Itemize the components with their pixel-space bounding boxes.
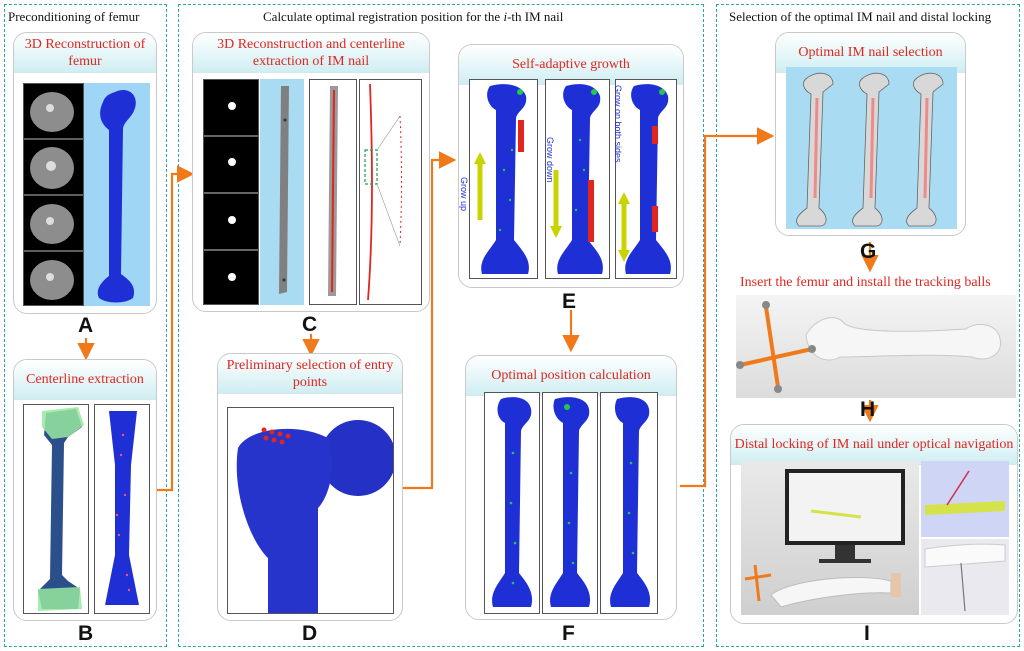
panel-c-title: 3D Reconstruction and centerline extract… [193,33,429,73]
label-d: D [302,622,318,645]
centerline-curve [359,79,422,305]
real-drill-view [921,539,1009,615]
panel-a-3d-reconstruction: 3D Reconstruction of femur [13,32,157,314]
panel-h-title: Insert the femur and install the trackin… [740,275,991,290]
label-a: A [78,314,94,337]
growth-up-image [474,84,529,274]
panel-i-title: Distal locking of IM nail under optical … [731,425,1017,465]
gray-nail-image [279,86,289,294]
virtual-drill-view [921,461,1009,537]
growth-label-up: Grow up [459,177,469,212]
panel-c-nail-reconstruction: 3D Reconstruction and centerline extract… [192,32,430,312]
femur-tracking-photo [736,295,1016,398]
section-title-selection: Selection of the optimal IM nail and dis… [729,9,992,24]
section-title-preconditioning: Preconditioning of femur [8,9,140,24]
panel-a-title: 3D Reconstruction of femur [14,33,156,73]
title-prefix: Calculate optimal registration position … [263,9,504,24]
growth-label-both: Grow on both sides [613,85,623,163]
panel-d-entry-points: Preliminary selection of entry points [217,353,403,621]
growth-femur-1 [469,79,538,279]
femur-centerline-blue [94,404,150,614]
blue-femur-image [97,89,136,303]
femur-3d-model [84,83,150,306]
position-femur-3-image [610,397,651,607]
navigation-photo [741,461,919,615]
three-femurs-image [796,72,944,227]
green-femur-image [38,407,84,611]
nail-centerline-model [309,79,357,305]
panel-g-nail-selection: Optimal IM nail selection [775,32,966,236]
nail-selection-view [786,67,957,229]
panel-f-title: Optimal position calculation [466,356,676,396]
label-g: G [860,240,877,263]
title-suffix: -th IM nail [507,9,564,24]
label-i: I [864,622,870,645]
position-femur-1 [484,392,540,614]
position-femur-3 [600,392,658,614]
panel-d-title: Preliminary selection of entry points [218,354,402,394]
femur-with-tracking-balls-image [736,301,1002,393]
nail-3d-model [260,79,304,305]
panel-i-distal-locking: Distal locking of IM nail under optical … [730,424,1018,624]
label-c: C [302,313,318,336]
virtual-drill-image [925,470,1005,515]
position-femur-2-image [550,397,591,607]
monitor-navigation-image [744,469,905,608]
growth-femur-3 [615,79,677,279]
nail-ct-slices [203,79,259,305]
panel-f-optimal-position: Optimal position calculation [465,355,677,620]
femur-mesh-green [23,404,89,614]
ct-slices-image [24,92,83,300]
panel-b-centerline: Centerline extraction [13,359,157,621]
real-drill-image [924,543,1006,612]
nail-ct-image [204,102,258,281]
label-e: E [562,290,577,313]
centerline-curve-image [364,83,402,301]
position-femur-1-image [492,397,533,607]
nail-with-red-line-image [328,86,338,296]
position-femur-2 [542,392,598,614]
growth-both-image [618,84,671,274]
ct-slices-strip [23,83,84,306]
label-b: B [78,622,94,645]
panel-b-title: Centerline extraction [14,360,156,400]
growth-label-down: Grow down [545,137,555,183]
growth-femur-2 [545,79,610,279]
growth-down-image [550,84,603,274]
label-f: F [562,622,575,645]
femur-head-image [236,420,393,613]
panel-e-self-adaptive-growth: Self-adaptive growth Grow up Grow down G… [458,44,684,288]
section-title-registration: Calculate optimal registration position … [263,9,563,25]
femur-head-view [227,407,394,614]
label-h: H [860,398,876,421]
blue-point-cloud-image [105,411,139,605]
panel-g-title: Optimal IM nail selection [776,33,965,73]
title-italic: i [503,9,508,24]
